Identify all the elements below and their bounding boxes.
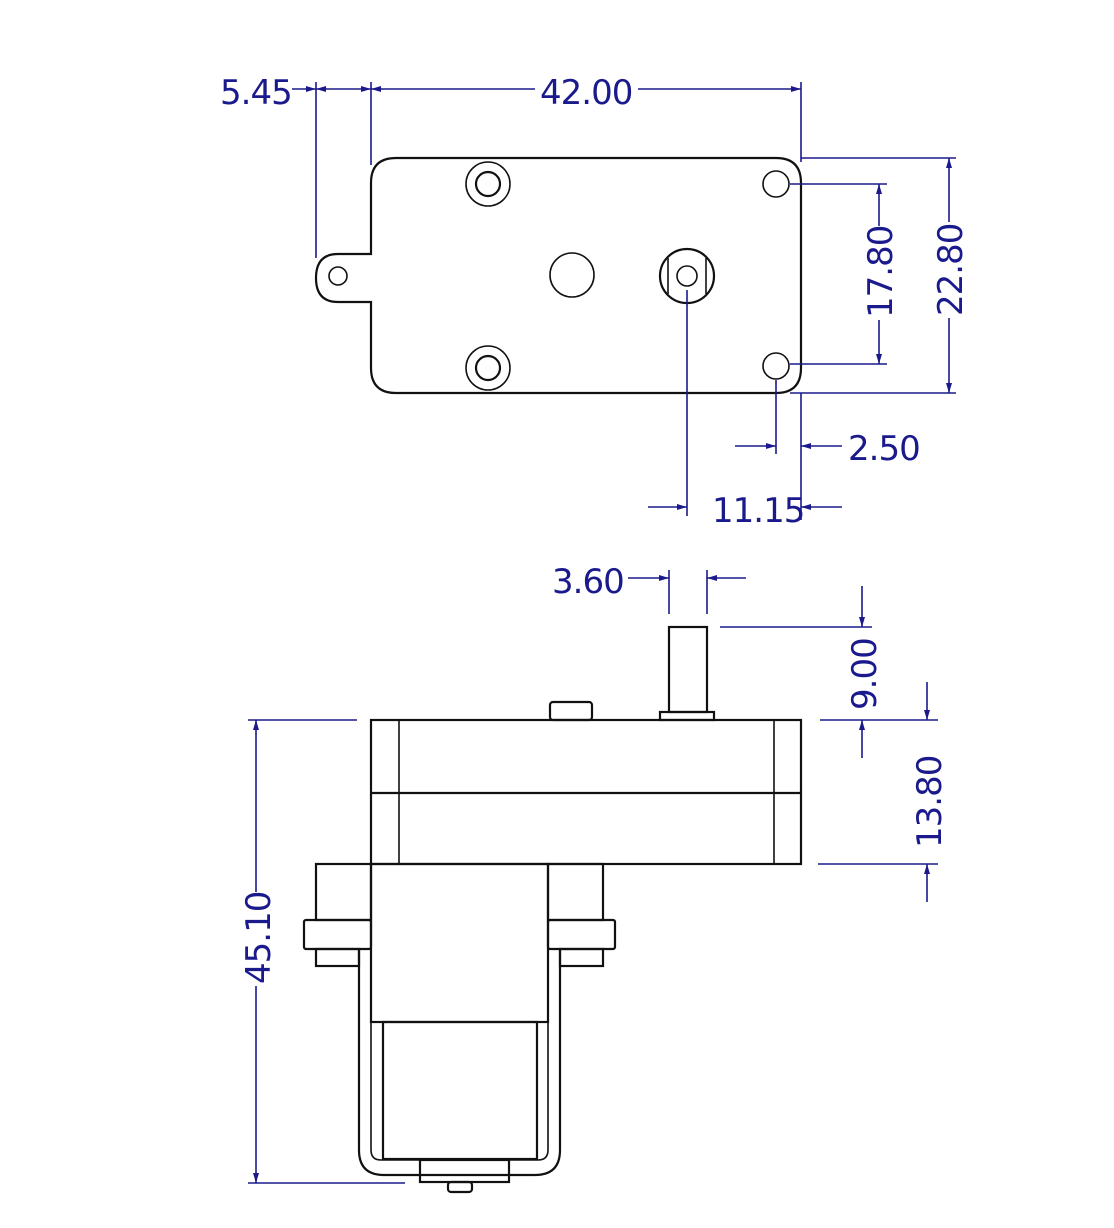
- dimension-42-00: 42.00: [371, 73, 802, 162]
- dim-label: 13.80: [910, 756, 950, 848]
- dimension-17-80: 17.80: [790, 183, 901, 365]
- dimension-13-80: 13.80: [818, 682, 950, 902]
- gearbox-body: [369, 718, 803, 866]
- dimension-2-50: 2.50: [735, 380, 921, 469]
- dim-label: 22.80: [931, 224, 971, 316]
- dimension-9-00: 9.00: [720, 586, 885, 758]
- center-boss-side: [548, 700, 594, 722]
- screw-boss-bottom: [465, 345, 511, 391]
- gearbox-plate-outline: [314, 156, 803, 395]
- center-boss: [549, 252, 595, 298]
- motor-flange: [302, 862, 617, 968]
- dim-label: 9.00: [845, 638, 885, 710]
- dimension-3-60: 3.60: [552, 562, 746, 614]
- mount-hole-bottom-right: [762, 352, 790, 380]
- dim-label: 2.50: [848, 429, 920, 469]
- mount-hole-top-right: [762, 170, 790, 198]
- dim-label: 3.60: [552, 562, 624, 602]
- dim-label: 5.45: [220, 73, 292, 113]
- output-shaft-side: [658, 625, 716, 722]
- screw-boss-top: [465, 161, 511, 207]
- motor-body: [357, 862, 562, 1194]
- dim-label: 11.15: [712, 491, 804, 531]
- side-view: 3.60 9.00 13.80 45.10: [239, 562, 950, 1194]
- top-view: 5.45 42.00 22.80 17.80 2.50: [220, 73, 971, 531]
- dim-label: 42.00: [540, 73, 632, 113]
- tab-hole: [328, 266, 348, 286]
- dim-label: 17.80: [861, 226, 901, 318]
- dim-label: 45.10: [239, 892, 279, 984]
- dimension-45-10: 45.10: [239, 719, 405, 1184]
- dimension-5-45: 5.45: [220, 73, 372, 258]
- dimension-22-80: 22.80: [790, 157, 971, 394]
- dimension-11-15: 11.15: [648, 290, 842, 531]
